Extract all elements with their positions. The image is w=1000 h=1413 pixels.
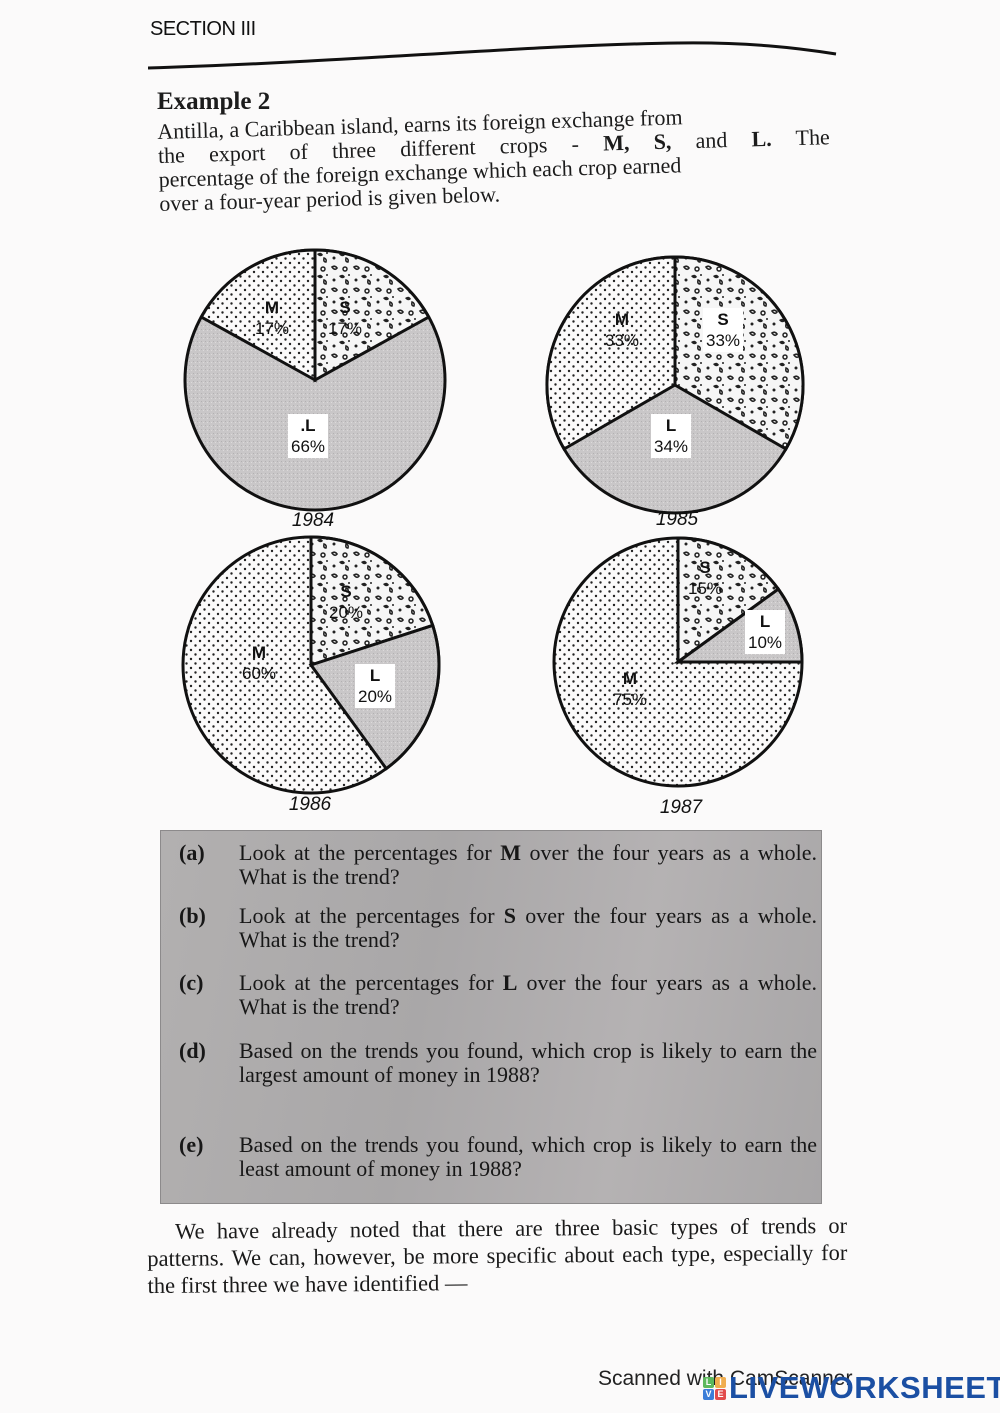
question-letter: (b) bbox=[179, 903, 206, 928]
logo-letter-e: E bbox=[715, 1388, 726, 1400]
pie-1987 bbox=[552, 536, 804, 788]
logo-letter-l: L bbox=[703, 1376, 714, 1388]
closing-paragraph: We have already noted that there are thr… bbox=[147, 1212, 848, 1298]
question-text: Look at the percentages for S over the f… bbox=[239, 903, 817, 952]
liveworksheets-wordmark: LIVEWORKSHEETS bbox=[729, 1370, 1000, 1405]
section-header: SECTION III bbox=[150, 18, 256, 40]
pie-1987-year: 1987 bbox=[659, 797, 703, 818]
example-title: Example 2 bbox=[157, 88, 271, 115]
question-text: Based on the trends you found, which cro… bbox=[239, 1038, 817, 1087]
question-text: Based on the trends you found, which cro… bbox=[239, 1132, 817, 1181]
question-letter: (d) bbox=[179, 1038, 206, 1063]
pie-1985-year: 1985 bbox=[655, 509, 699, 530]
question-text: Look at the percentages for M over the f… bbox=[239, 840, 817, 889]
pie-1984-year: 1984 bbox=[291, 510, 335, 531]
section-divider bbox=[148, 41, 837, 70]
liveworksheets-brand[interactable]: L I V E LIVEWORKSHEETS bbox=[703, 1372, 1000, 1404]
logo-letter-i: I bbox=[715, 1376, 726, 1388]
question-letter: (a) bbox=[179, 840, 205, 865]
question-text: Look at the percentages for L over the f… bbox=[239, 970, 817, 1019]
questions-box: (a) Look at the percentages for M over t… bbox=[160, 830, 822, 1204]
pie-1986-year: 1986 bbox=[288, 794, 332, 815]
pie-1986 bbox=[181, 535, 441, 795]
pie-1984 bbox=[183, 248, 447, 512]
liveworksheets-logo-icon: L I V E bbox=[703, 1376, 726, 1400]
pie-charts-graphic bbox=[181, 248, 805, 795]
pie-1985 bbox=[545, 255, 805, 515]
question-letter: (e) bbox=[179, 1132, 204, 1157]
logo-letter-v: V bbox=[703, 1388, 714, 1400]
question-letter: (c) bbox=[179, 970, 204, 995]
